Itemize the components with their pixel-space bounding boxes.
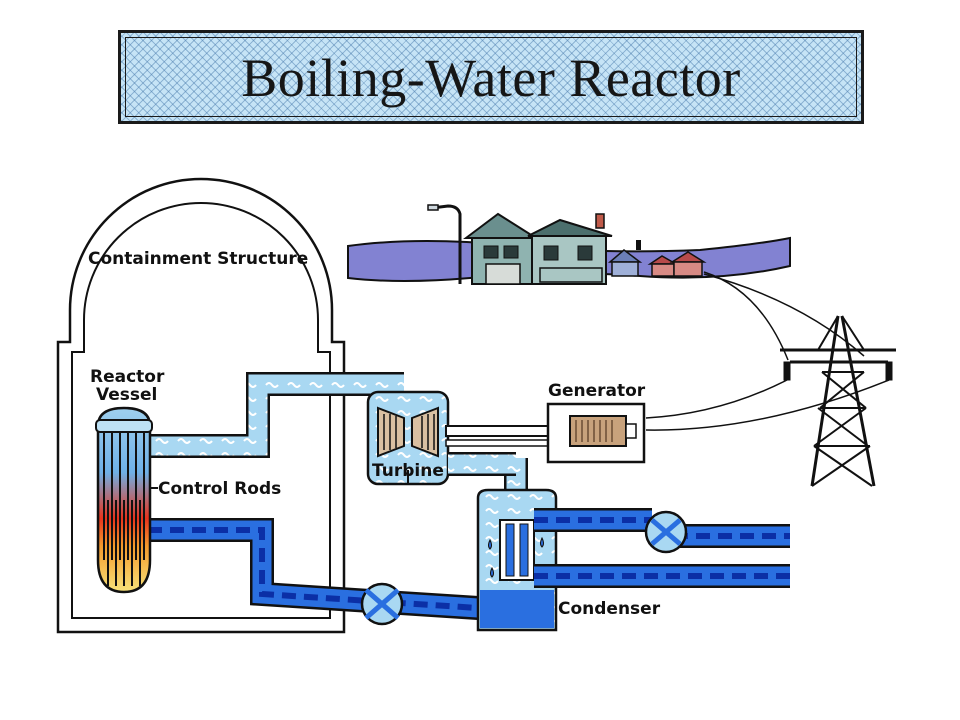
house-small-2 xyxy=(647,255,679,277)
label-reactor-line1: Reactor xyxy=(90,367,165,387)
condenser xyxy=(476,488,558,632)
transmission-tower xyxy=(645,315,896,487)
label-turbine: Turbine xyxy=(372,461,444,481)
title-banner: Boiling-Water Reactor xyxy=(118,30,864,124)
feedwater-pump xyxy=(360,582,404,626)
house-small-3 xyxy=(669,251,707,277)
reactor-vessel xyxy=(95,406,153,594)
diagram-title: Boiling-Water Reactor xyxy=(241,48,741,108)
cooling-loop xyxy=(534,508,790,588)
turbine-exhaust xyxy=(407,452,528,494)
label-generator: Generator xyxy=(548,381,646,401)
label-reactor-line2: Vessel xyxy=(96,385,157,405)
generator xyxy=(546,402,646,464)
label-control-rods: Control Rods xyxy=(158,479,281,499)
house-small-1 xyxy=(607,240,643,277)
steam-pipe xyxy=(150,372,404,458)
landscape xyxy=(347,204,865,361)
house-main xyxy=(463,212,613,285)
label-condenser: Condenser xyxy=(558,599,661,619)
label-containment: Containment Structure xyxy=(88,249,308,269)
labels: Containment Structure Reactor Vessel Con… xyxy=(88,249,661,619)
